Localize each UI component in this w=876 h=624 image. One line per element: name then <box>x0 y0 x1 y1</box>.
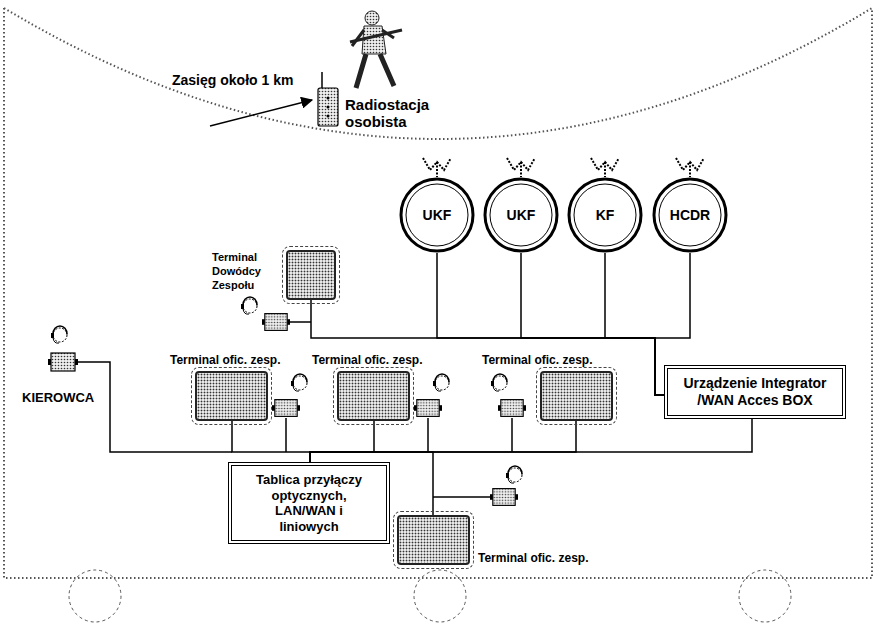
terminal-screen <box>397 515 470 565</box>
terminal-label: Terminal ofic. zesp. <box>170 353 280 367</box>
radio-name: KF <box>596 207 615 223</box>
radio-circle: UKF <box>483 177 559 253</box>
vehicle-outline <box>4 8 872 578</box>
terminal-screen <box>286 250 336 300</box>
bus-line <box>310 421 374 462</box>
device-name: Urządzenie Integrator /WAN Acces BOX <box>680 375 830 409</box>
terminal-screen <box>195 371 268 421</box>
bus-line <box>310 421 576 462</box>
device-box: Urządzenie Integrator /WAN Acces BOX <box>664 365 846 419</box>
soldier-figure <box>350 11 402 88</box>
antennas <box>423 158 704 177</box>
radio-circle: KF <box>567 177 643 253</box>
officer-terminal: Terminal ofic. zesp. <box>170 353 280 421</box>
terminal-label: Terminal ofic. zesp. <box>478 551 588 565</box>
terminal-screen <box>337 371 410 421</box>
officer-terminal: Terminal ofic. zesp. <box>312 353 422 421</box>
device-box: Tablica przyłączy optycznych, LAN/WAN i … <box>228 462 390 544</box>
plain-label: KIEROWCA <box>22 390 112 405</box>
officer-terminal: Terminal ofic. zesp. <box>397 515 588 565</box>
commander-terminal: Terminal Dowódcy Zespołu <box>212 250 336 300</box>
device-name: Tablica przyłączy optycznych, LAN/WAN i … <box>244 472 374 534</box>
radio-name: HCDR <box>670 207 710 223</box>
plain-label: Radiostacja osobista <box>345 96 449 130</box>
terminal-screen <box>540 371 613 421</box>
radio-circle: UKF <box>399 177 475 253</box>
vehicle-wheels <box>69 570 791 622</box>
radio-name: UKF <box>507 207 536 223</box>
terminal-label: Terminal ofic. zesp. <box>312 353 422 367</box>
radio-circle: HCDR <box>652 177 728 253</box>
radio-name: UKF <box>423 207 452 223</box>
bus-line <box>232 421 310 462</box>
range-arrow <box>210 100 312 126</box>
plain-label: Zasięg około 1 km <box>172 72 322 88</box>
terminal-label: Terminal ofic. zesp. <box>482 353 613 367</box>
terminal-label: Terminal Dowódcy Zespołu <box>212 250 282 292</box>
officer-terminal: Terminal ofic. zesp. <box>482 353 613 421</box>
bus-line <box>310 419 752 462</box>
terminal-label-holder: Terminal ofic. zesp. <box>478 551 588 565</box>
personal-radio <box>318 72 338 126</box>
terminal-label-holder: Terminal Dowódcy Zespołu <box>212 250 282 292</box>
